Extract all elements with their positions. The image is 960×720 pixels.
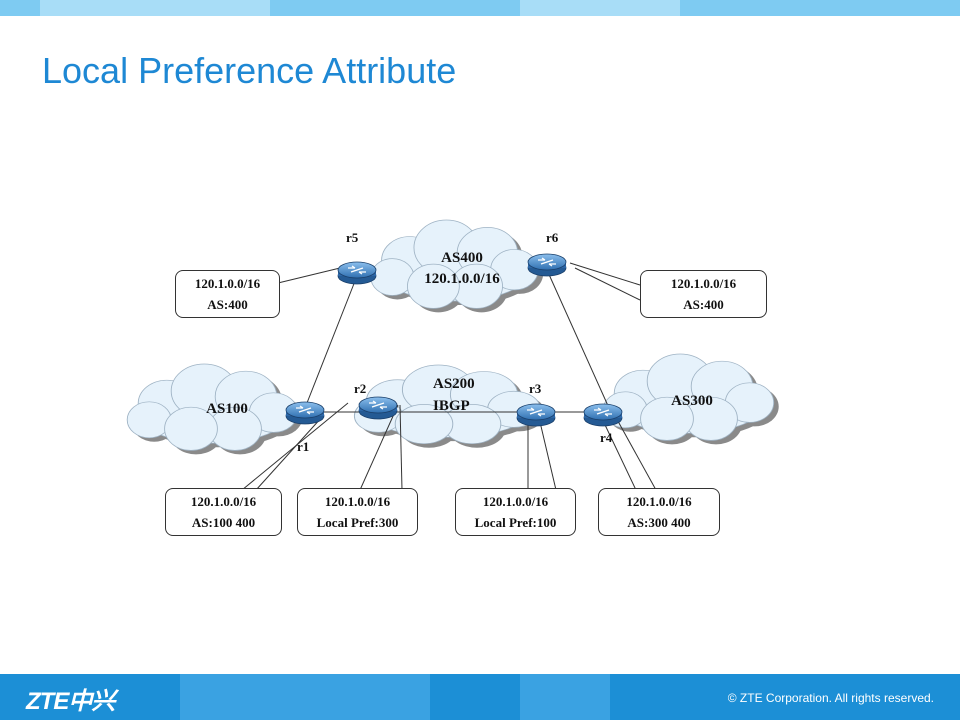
router-r3-label: r3 <box>529 381 542 396</box>
page-title: Local Preference Attribute <box>42 50 457 91</box>
router-r5-label: r5 <box>346 230 359 245</box>
top-banner <box>0 0 960 16</box>
callout-r5: 120.1.0.0/16 AS:400 <box>175 270 280 318</box>
callout-r4: 120.1.0.0/16 AS:300 400 <box>598 488 720 536</box>
callout-r5-prefix: 120.1.0.0/16 <box>194 276 261 291</box>
cloud-as400 <box>370 219 544 313</box>
router-r1-label: r1 <box>297 439 309 454</box>
router-r3-icon <box>516 403 556 427</box>
callout-r3-attr: Local Pref:100 <box>474 515 557 530</box>
router-r4-label: r4 <box>600 430 613 445</box>
zte-logo: ZTE中兴 <box>26 688 115 715</box>
callout-r4-attr: AS:300 400 <box>627 515 691 530</box>
router-r4-icon <box>583 403 623 427</box>
router-r6-icon <box>527 253 567 277</box>
as200-ibgp-label: IBGP <box>433 398 470 414</box>
callout-r3-prefix: 120.1.0.0/16 <box>482 494 549 509</box>
callout-r5-attr: AS:400 <box>207 297 248 312</box>
as200-label: AS200 <box>433 376 475 392</box>
router-r2-label: r2 <box>354 381 366 396</box>
router-r1-icon <box>285 401 325 425</box>
callout-r6-attr: AS:400 <box>683 297 724 312</box>
callout-r6-prefix: 120.1.0.0/16 <box>670 276 737 291</box>
router-r6-label: r6 <box>546 230 559 245</box>
callout-r2: 120.1.0.0/16 Local Pref:300 <box>297 488 418 536</box>
callout-r4-prefix: 120.1.0.0/16 <box>626 494 692 509</box>
footer-bar <box>0 674 960 720</box>
callout-r2-attr: Local Pref:300 <box>316 515 399 530</box>
router-r5-icon <box>337 261 377 285</box>
router-links <box>304 269 612 413</box>
copyright-text: © ZTE Corporation. All rights reserved. <box>727 691 934 705</box>
callout-r6: 120.1.0.0/16 AS:400 <box>640 270 767 318</box>
as100-label: AS100 <box>206 401 248 417</box>
callout-r1-prefix: 120.1.0.0/16 <box>190 494 257 509</box>
callout-r2-prefix: 120.1.0.0/16 <box>324 494 391 509</box>
as300-label: AS300 <box>671 393 713 409</box>
as400-prefix: 120.1.0.0/16 <box>424 271 500 287</box>
callout-r1-attr: AS:100 400 <box>191 515 256 530</box>
callout-r3: 120.1.0.0/16 Local Pref:100 <box>455 488 576 536</box>
callout-r1: 120.1.0.0/16 AS:100 400 <box>165 488 282 536</box>
as400-label: AS400 <box>441 250 483 266</box>
router-r2-icon <box>358 396 398 420</box>
